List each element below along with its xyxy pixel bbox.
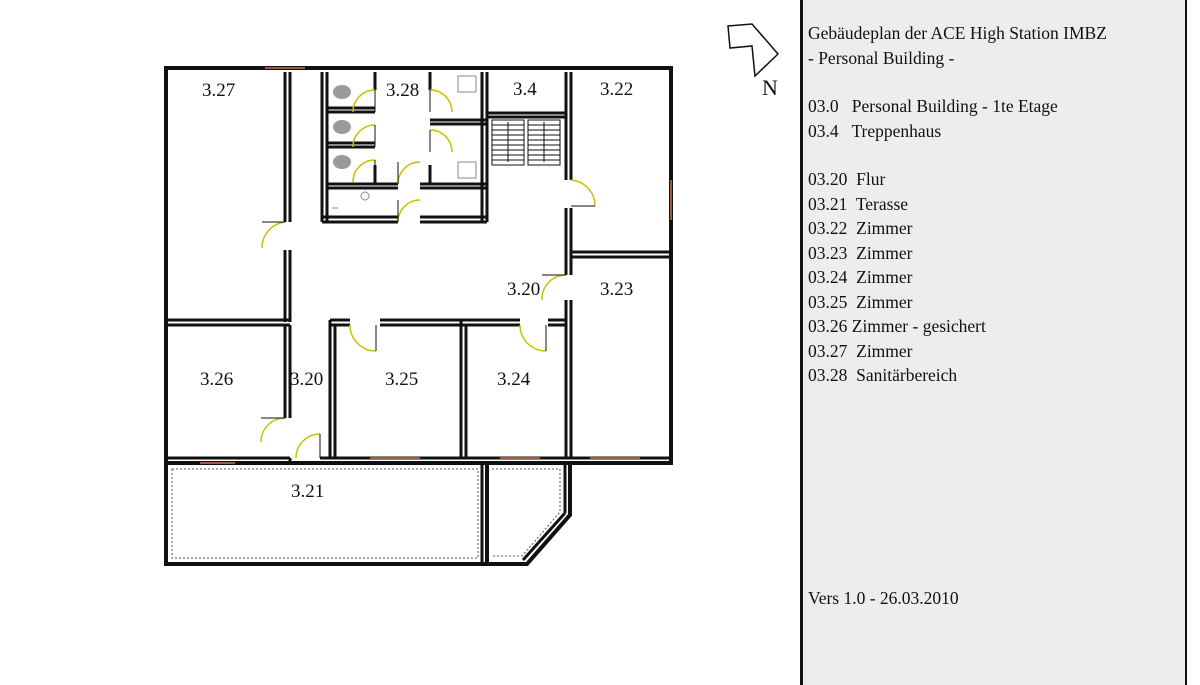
legend-entry-03-27: 03.27 Zimmer xyxy=(808,340,913,361)
room-label-3-20-hall: 3.20 xyxy=(290,369,323,390)
legend-entry-03-23: 03.23 Zimmer xyxy=(808,242,913,263)
room-label-3-25: 3.25 xyxy=(385,369,418,390)
room-label-3-4: 3.4 xyxy=(513,79,537,100)
room-label-3-23: 3.23 xyxy=(600,279,633,300)
room-label-3-27: 3.27 xyxy=(202,80,235,101)
version-label: Vers 1.0 - 26.03.2010 xyxy=(808,588,959,608)
room-label-3-26: 3.26 xyxy=(200,369,233,390)
terrace-wall xyxy=(164,461,489,566)
room-label-3-28: 3.28 xyxy=(386,80,419,101)
floor-plan: 3.27 3.28 3.4 3.22 3.20 3.23 3.26 3.20 3… xyxy=(164,23,780,566)
legend-panel: Gebäudeplan der ACE High Station IMBZ - … xyxy=(800,0,1187,685)
legend-title: Gebäudeplan der ACE High Station IMBZ xyxy=(808,23,1107,43)
legend-entry-03-28: 03.28 Sanitärbereich xyxy=(808,365,958,385)
room-label-3-20-corridor: 3.20 xyxy=(507,279,540,300)
legend-entry-03-0: 03.0 Personal Building - 1te Etage xyxy=(808,96,1058,116)
legend-entry-03-21: 03.21 Terasse xyxy=(808,193,909,214)
legend-entry-03-25: 03.25 Zimmer xyxy=(808,291,913,312)
outer-wall xyxy=(164,66,673,465)
north-arrow-icon xyxy=(727,23,780,78)
legend-entry-03-20: 03.20 Flur xyxy=(808,169,886,189)
legend-entry-03-22: 03.22 Zimmer xyxy=(808,218,913,238)
north-label: N xyxy=(762,75,778,100)
legend-subtitle: - Personal Building - xyxy=(808,47,955,68)
terrace-east-wall xyxy=(485,461,572,566)
legend-entry-03-4: 03.4 Treppenhaus xyxy=(808,120,942,141)
room-label-3-24: 3.24 xyxy=(497,369,531,390)
room-label-3-21: 3.21 xyxy=(291,481,324,502)
legend-entry-03-26: 03.26 Zimmer - gesichert xyxy=(808,316,986,336)
room-label-3-22: 3.22 xyxy=(600,79,633,100)
legend-entry-03-24: 03.24 Zimmer xyxy=(808,267,913,287)
